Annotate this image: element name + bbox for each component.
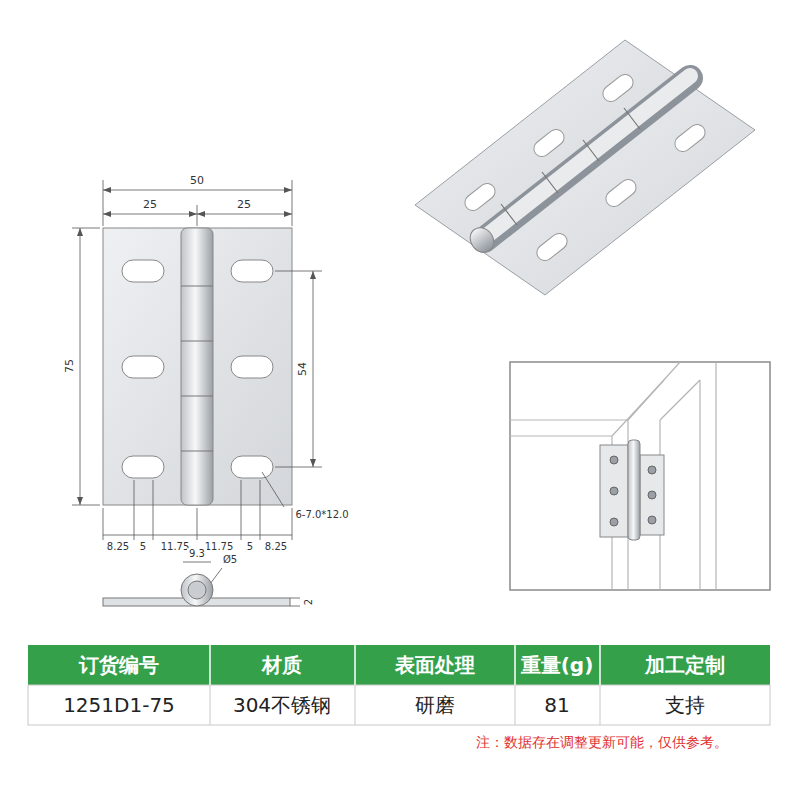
table-header: 重量(g) [521, 654, 594, 677]
dimension: 54 [297, 360, 310, 378]
arrowheads [77, 187, 316, 505]
spec-table [28, 645, 770, 725]
table-header: 材质 [262, 654, 302, 677]
dimension: 8.25 [263, 541, 289, 553]
callout: 6-7.0*12.0 [293, 509, 350, 521]
cabinet-inset [510, 362, 770, 590]
note: 注：数据存在调整更新可能，仅供参考。 [476, 734, 728, 750]
dimension: 9.3 [187, 548, 207, 560]
table-header: 加工定制 [645, 654, 725, 677]
dimension-lines [72, 180, 322, 606]
dimension: 2 [303, 597, 315, 607]
table-cell: 研磨 [415, 694, 455, 717]
dimension: Ø5 [221, 554, 239, 566]
dimension: 50 [188, 175, 206, 188]
dimension: 5 [138, 541, 148, 553]
dimension: 75 [64, 357, 77, 375]
dimension: 25 [235, 199, 253, 212]
table-cell: 81 [544, 694, 569, 717]
dimension: 5 [245, 541, 255, 553]
table-header: 订货编号 [79, 654, 159, 677]
dimension: 25 [141, 199, 159, 212]
front-view [103, 228, 292, 505]
table-cell: 1251D1-75 [63, 694, 175, 717]
table-header: 表面处理 [395, 654, 475, 677]
side-view [103, 574, 290, 606]
dimension: 8.25 [105, 541, 131, 553]
table-cell: 304不锈钢 [233, 694, 331, 717]
table-cell: 支持 [665, 694, 705, 717]
hinge-3d [415, 40, 755, 295]
dimension: 11.75 [203, 541, 236, 553]
